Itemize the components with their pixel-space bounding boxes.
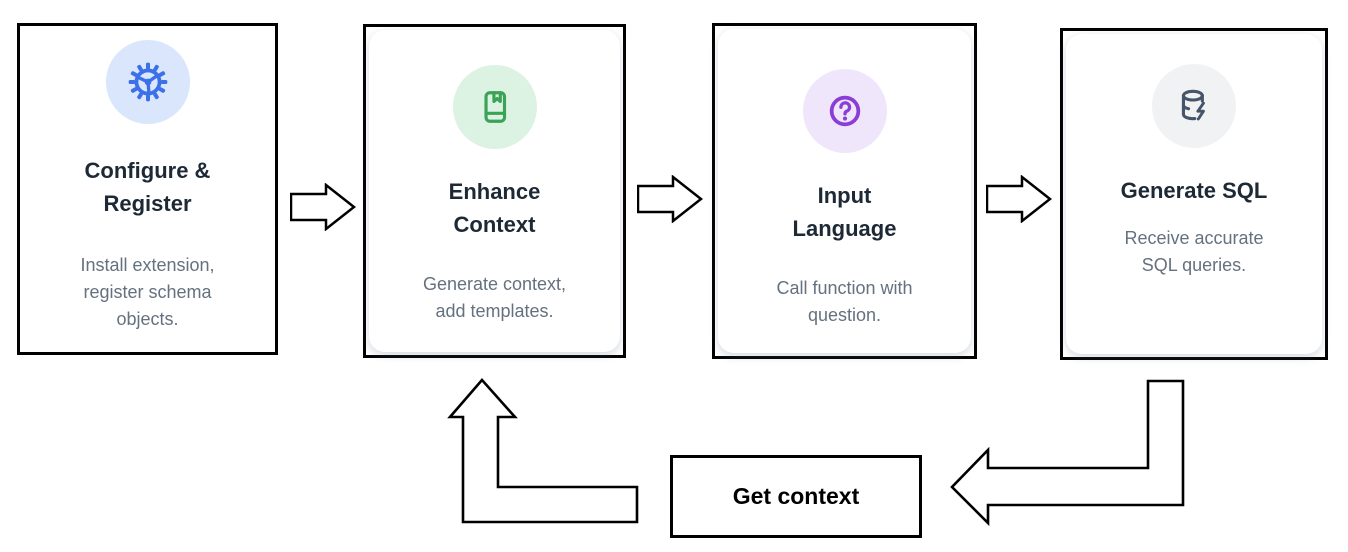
gear-icon [128, 62, 167, 102]
step-card-body: Configure &Register Install extension,re… [23, 29, 272, 349]
step-card-configure-register: Configure &Register Install extension,re… [17, 23, 278, 355]
step-title: Generate SQL [1120, 178, 1268, 203]
database-bolt-icon [1181, 89, 1205, 121]
step-icon-circle [1152, 64, 1236, 148]
step-title: Configure &Register [84, 158, 211, 216]
flow-arrow-right-icon [986, 175, 1052, 223]
loop-arrow-up-icon [447, 378, 639, 524]
loop-arrow-left-icon [950, 379, 1185, 527]
loop-label: Get context [732, 483, 860, 509]
step-description: Generate context,add templates. [422, 274, 567, 321]
step-icon-circle [802, 69, 887, 153]
flow-arrow-right-icon [290, 183, 356, 231]
loop-label-box: Get context [670, 455, 922, 538]
book-bookmark-icon [483, 91, 506, 123]
flow-arrow-right-icon [637, 175, 703, 223]
step-icon-circle [452, 65, 537, 149]
question-circle-icon [829, 95, 860, 127]
step-icon-circle [105, 40, 190, 124]
